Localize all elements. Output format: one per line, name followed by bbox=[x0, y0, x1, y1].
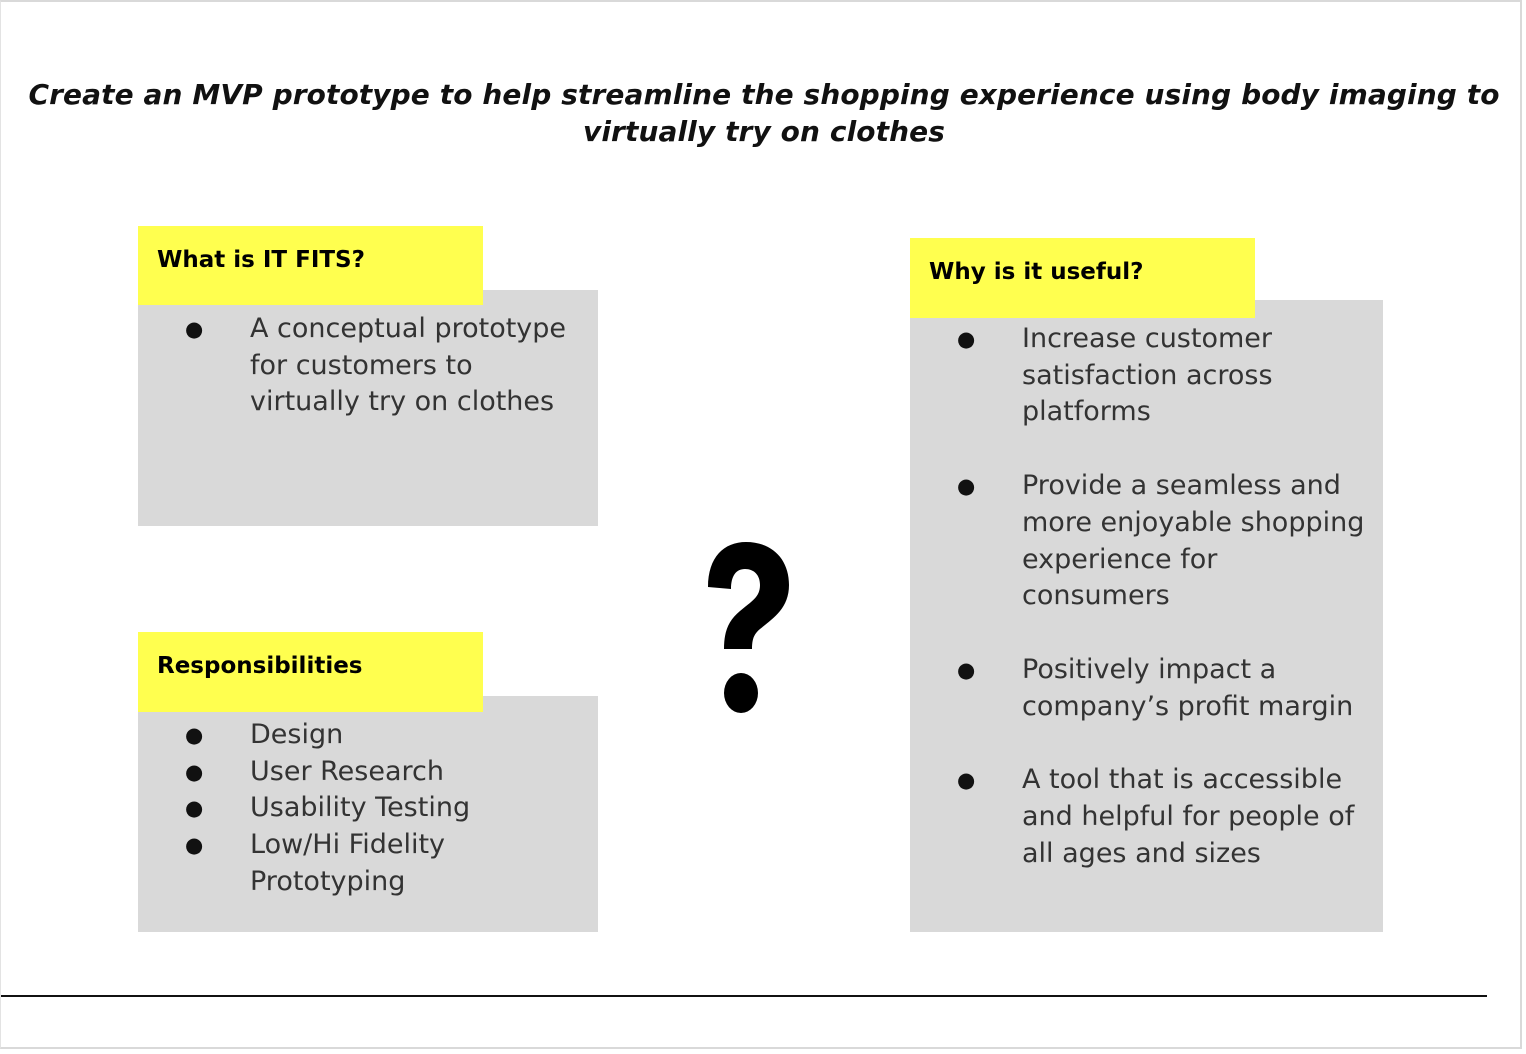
list-item: ● Design bbox=[138, 717, 558, 754]
what-is-list: ● A conceptual prototype for customers t… bbox=[138, 311, 598, 421]
bullet-dot: ● bbox=[185, 796, 204, 821]
question-mark-icon bbox=[708, 542, 789, 713]
list-item: ● User Research bbox=[138, 754, 558, 791]
list-item-text: User Research bbox=[250, 755, 444, 787]
list-item: ● A conceptual prototype for customers t… bbox=[138, 311, 598, 421]
list-item-text: Provide a seamless and more enjoyable sh… bbox=[1022, 470, 1365, 612]
list-item-text: A tool that is accessible and helpful fo… bbox=[1022, 764, 1355, 869]
what-is-panel bbox=[138, 290, 598, 526]
what-is-heading-text: What is IT FITS? bbox=[157, 246, 365, 273]
slide-title: Create an MVP prototype to help streamli… bbox=[28, 78, 1500, 148]
responsibilities-panel bbox=[138, 696, 598, 932]
bullet-dot: ● bbox=[185, 759, 204, 784]
list-item-text: A conceptual prototype for customers to … bbox=[250, 313, 567, 418]
list-item: ● Increase customer satisfaction across … bbox=[910, 321, 1373, 431]
list-item: ● Usability Testing bbox=[138, 790, 558, 827]
why-useful-heading-text: Why is it useful? bbox=[929, 259, 1144, 285]
responsibilities-heading-text: Responsibilities bbox=[157, 653, 363, 679]
why-useful-heading: Why is it useful? bbox=[910, 238, 1255, 318]
why-useful-panel bbox=[910, 300, 1383, 932]
what-is-heading: What is IT FITS? bbox=[138, 226, 483, 305]
responsibilities-heading: Responsibilities bbox=[138, 632, 483, 712]
bullet-dot: ● bbox=[957, 768, 976, 793]
bullet-dot: ● bbox=[957, 474, 976, 499]
list-item-text: Increase customer satisfaction across pl… bbox=[1022, 323, 1273, 428]
bullet-dot: ● bbox=[957, 657, 976, 682]
list-item-text: Low/Hi Fidelity Prototyping bbox=[250, 829, 446, 897]
responsibilities-list: ● Design ● User Research ● Usability Tes… bbox=[138, 717, 558, 901]
list-item-text: Usability Testing bbox=[250, 792, 471, 824]
list-item-text: Positively impact a company’s profit mar… bbox=[1022, 653, 1354, 722]
list-item: ● Low/Hi Fidelity Prototyping bbox=[138, 827, 558, 900]
list-item: ● Positively impact a company’s profit m… bbox=[910, 652, 1373, 725]
bullet-dot: ● bbox=[957, 327, 976, 351]
bullet-dot: ● bbox=[185, 723, 204, 747]
bullet-dot: ● bbox=[185, 317, 204, 341]
list-item-text: Design bbox=[250, 719, 344, 750]
list-item: ● A tool that is accessible and helpful … bbox=[910, 762, 1373, 872]
footer-divider bbox=[1, 995, 1487, 997]
bullet-dot: ● bbox=[185, 833, 204, 858]
why-useful-list: ● Increase customer satisfaction across … bbox=[910, 321, 1373, 909]
list-item: ● Provide a seamless and more enjoyable … bbox=[910, 468, 1373, 615]
